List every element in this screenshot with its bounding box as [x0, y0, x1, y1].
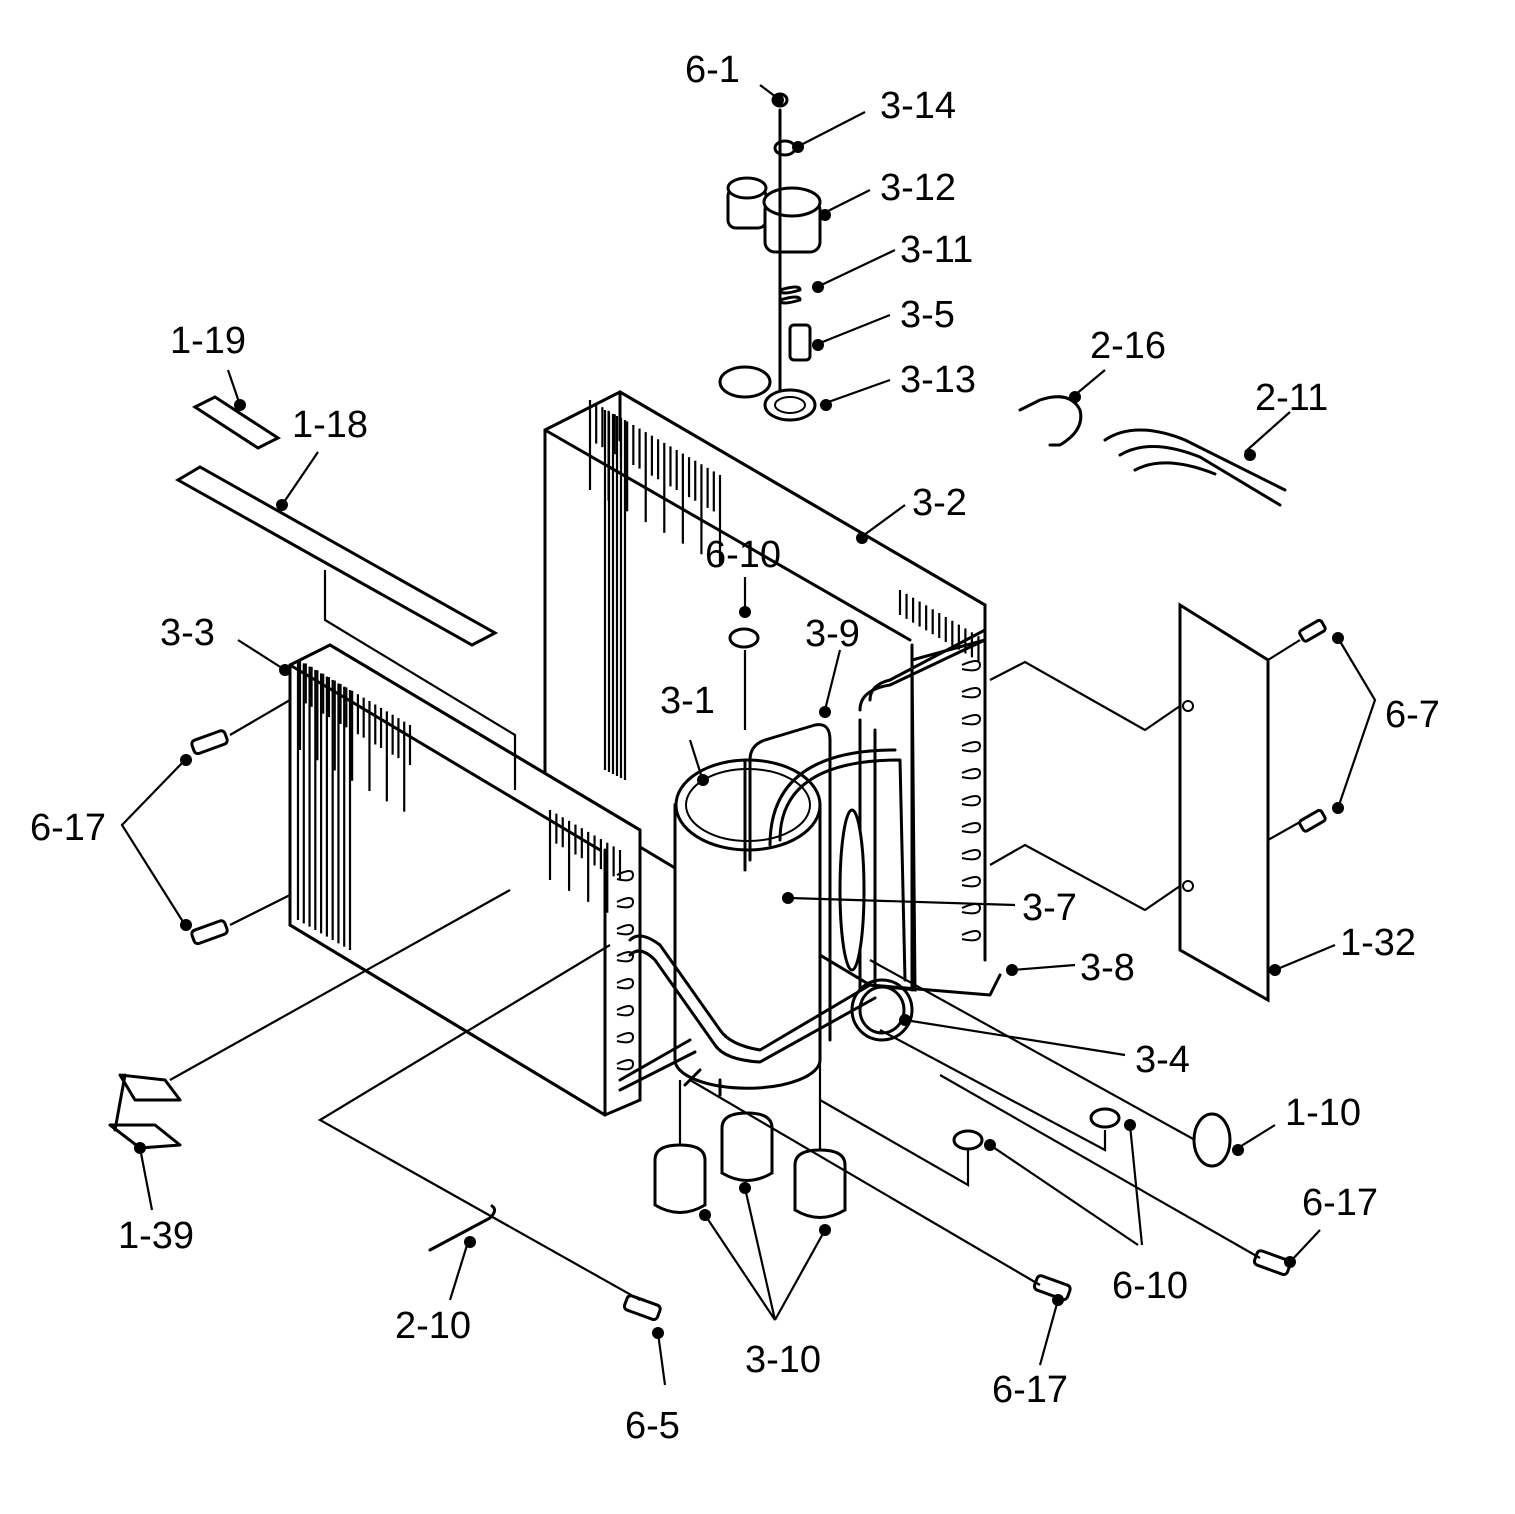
callout-2-16: 2-16: [1090, 325, 1166, 367]
callout-3-3: 3-3: [160, 612, 215, 654]
callout-3-13: 3-13: [900, 359, 976, 401]
callout-3-8: 3-8: [1080, 947, 1135, 989]
callout-6-17-bottom: 6-17: [992, 1369, 1068, 1411]
screws-6-17-left: [190, 699, 291, 946]
foam-pad-small: [191, 395, 282, 450]
callout-6-10-top: 6-10: [705, 534, 781, 576]
screws-6-7: [1267, 618, 1327, 841]
grommets-6-10: [728, 627, 1121, 1187]
front-coil: [288, 643, 642, 1117]
compressor: [673, 758, 822, 1097]
lower-fasteners: [317, 944, 1292, 1322]
callout-3-11: 3-11: [900, 229, 973, 271]
tube-clamp: [1192, 1112, 1232, 1168]
callout-3-2: 3-2: [912, 482, 967, 524]
callout-1-39: 1-39: [118, 1215, 194, 1257]
callout-3-4: 3-4: [1135, 1039, 1190, 1081]
callout-6-1: 6-1: [685, 49, 740, 91]
callout-6-10-bottom: 6-10: [1112, 1265, 1188, 1307]
foam-strip: [174, 465, 499, 647]
callout-dots: [134, 94, 1344, 1339]
callout-3-7: 3-7: [1022, 887, 1077, 929]
tube-ring: [850, 978, 914, 1042]
callout-3-5: 3-5: [900, 294, 955, 336]
callout-3-1: 3-1: [660, 680, 715, 722]
wire-clip: [1018, 395, 1083, 447]
reversing-valve-assembly: [718, 92, 822, 422]
side-panel: [989, 602, 1270, 1003]
callout-2-11: 2-11: [1255, 377, 1328, 419]
callout-3-9: 3-9: [805, 613, 860, 655]
callout-1-19: 1-19: [170, 320, 246, 362]
callout-6-5: 6-5: [625, 1405, 680, 1447]
callout-1-10: 1-10: [1285, 1092, 1361, 1134]
wire-harness: [1103, 428, 1287, 507]
callout-6-7: 6-7: [1385, 694, 1440, 736]
callout-3-10: 3-10: [745, 1339, 821, 1381]
callout-6-17-left: 6-17: [30, 807, 106, 849]
callout-2-10: 2-10: [395, 1305, 471, 1347]
callout-1-18: 1-18: [292, 404, 368, 446]
bracket: [108, 889, 511, 1150]
callout-3-12: 3-12: [880, 167, 956, 209]
refrigerant-tubing: [618, 628, 1002, 1092]
rubber-mounts: [653, 985, 847, 1219]
callout-3-14: 3-14: [880, 85, 956, 127]
callout-labels: 6-1 3-14 3-12 3-11 3-5 3-13 1-19 1-18 2-…: [30, 49, 1440, 1447]
callout-1-32: 1-32: [1340, 922, 1416, 964]
callout-6-17-right: 6-17: [1302, 1182, 1378, 1224]
